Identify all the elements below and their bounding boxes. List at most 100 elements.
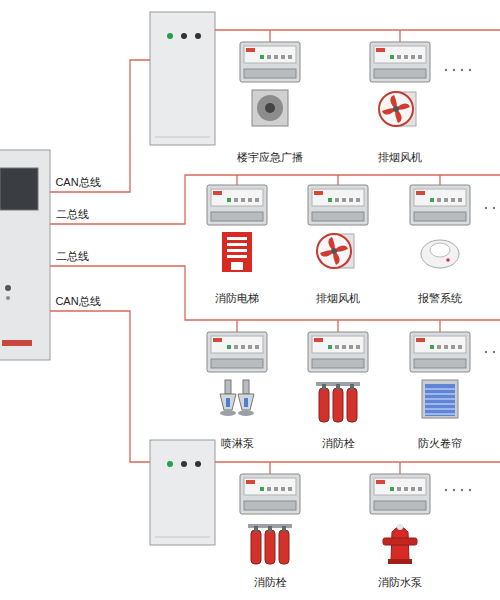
continuation-dot xyxy=(493,351,495,353)
module-led xyxy=(241,345,245,349)
sign-mark xyxy=(227,237,247,240)
device-label: 消防水泵 xyxy=(378,576,422,589)
bus-wire xyxy=(215,461,500,462)
bus-label: CAN总线 xyxy=(55,176,100,189)
module-stripe xyxy=(213,191,222,195)
distribution-box xyxy=(150,12,215,145)
sprinkler-pipe xyxy=(225,380,231,394)
sprinkler-head xyxy=(220,394,236,410)
field-device xyxy=(207,175,267,272)
module-case xyxy=(410,332,470,372)
field-device xyxy=(370,462,430,564)
module-led xyxy=(342,345,346,349)
continuation-dot xyxy=(445,489,447,491)
drop-wire xyxy=(269,30,270,42)
module-led xyxy=(397,55,401,59)
indicator-lamp xyxy=(181,33,187,39)
continuation-dot xyxy=(453,69,455,71)
device-label: 消防栓 xyxy=(254,576,287,589)
module-led xyxy=(274,55,278,59)
continuation-dot xyxy=(461,489,463,491)
sprinkler-bulb xyxy=(226,398,230,407)
shutter-slat xyxy=(425,394,455,395)
fan-hub xyxy=(393,106,399,112)
bus-wire xyxy=(50,311,150,462)
device-label: 喷淋泵 xyxy=(221,437,254,450)
drop-wire xyxy=(439,320,440,332)
device-label: 楼宇应急广播 xyxy=(237,151,303,164)
module-led xyxy=(451,345,455,349)
module-led xyxy=(411,55,415,59)
bus-wire xyxy=(50,60,150,192)
module-led xyxy=(437,345,441,349)
sign-door xyxy=(231,262,243,270)
module-led xyxy=(430,198,434,202)
module-stripe xyxy=(314,338,323,342)
gas-cylinder xyxy=(333,388,343,422)
module-led xyxy=(260,487,264,491)
continuation-dot xyxy=(469,69,471,71)
module-led xyxy=(418,487,422,491)
module-led xyxy=(281,487,285,491)
module-led xyxy=(281,55,285,59)
sign-mark xyxy=(227,255,247,258)
detector-led xyxy=(446,258,450,262)
module-led xyxy=(267,55,271,59)
module-led xyxy=(390,487,394,491)
module-stripe xyxy=(213,338,222,342)
module-stripe xyxy=(246,480,255,484)
drop-wire xyxy=(269,462,270,474)
sprinkler-deflector xyxy=(220,410,236,416)
shutter-slat xyxy=(425,404,455,405)
module-led xyxy=(260,55,264,59)
field-device xyxy=(308,175,368,268)
module-face xyxy=(414,189,466,206)
device-label: 消防栓 xyxy=(322,437,355,450)
module-led xyxy=(458,198,462,202)
shutter-slat xyxy=(425,399,455,400)
drop-wire xyxy=(439,175,440,185)
module-face xyxy=(211,336,263,353)
bus-wires xyxy=(50,30,500,462)
continuation-dot xyxy=(453,489,455,491)
module-led xyxy=(335,345,339,349)
hydrant-base xyxy=(388,559,412,564)
module-case xyxy=(240,474,300,514)
drop-wire xyxy=(236,175,237,185)
indicator-lamp xyxy=(167,33,173,39)
module-led xyxy=(248,345,252,349)
module-led xyxy=(255,198,259,202)
field-device xyxy=(410,320,470,418)
module-led xyxy=(356,345,360,349)
module-led xyxy=(328,345,332,349)
module-led xyxy=(458,345,462,349)
cylinder-valve xyxy=(254,526,258,532)
fan-ring xyxy=(379,92,413,126)
shutter-frame xyxy=(422,380,458,418)
module-case xyxy=(240,42,300,82)
bus-label: 二总线 xyxy=(56,208,89,221)
sprinkler-deflector xyxy=(238,410,254,416)
module-led xyxy=(227,198,231,202)
bus-label: CAN总线 xyxy=(55,295,100,308)
module-face xyxy=(312,336,364,353)
continuation-dot xyxy=(461,69,463,71)
bus-wire xyxy=(215,29,500,30)
module-face xyxy=(244,46,296,63)
module-terminal xyxy=(211,359,263,368)
distribution-box xyxy=(150,440,215,545)
module-face xyxy=(374,46,426,63)
module-stripe xyxy=(376,480,385,484)
hydrant-outlet xyxy=(383,538,417,545)
module-led xyxy=(234,198,238,202)
module-led xyxy=(274,487,278,491)
gas-cylinder xyxy=(319,388,329,422)
cabinet-body xyxy=(0,150,50,360)
device-label: 排烟风机 xyxy=(378,151,422,164)
module-led xyxy=(418,55,422,59)
module-face xyxy=(374,478,426,495)
module-terminal xyxy=(414,359,466,368)
device-label: 排烟风机 xyxy=(316,292,360,305)
module-terminal xyxy=(374,69,426,78)
